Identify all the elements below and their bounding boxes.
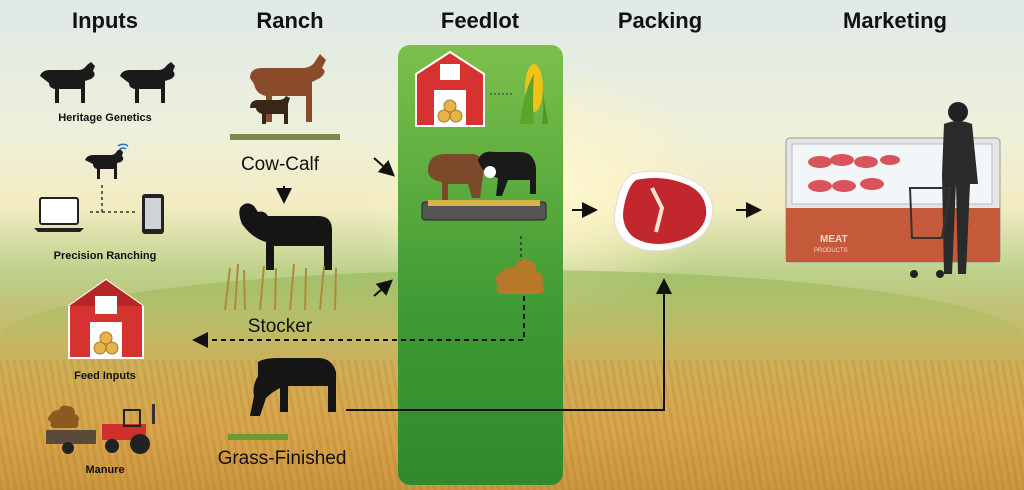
meat-case-shopper-icon: MEAT PRODUCTS xyxy=(785,102,1001,278)
barn-corn-connector xyxy=(490,93,514,95)
label-precision-ranching: Precision Ranching xyxy=(53,250,157,262)
header-packing: Packing xyxy=(617,8,703,33)
precision-ranching-icon xyxy=(34,143,164,234)
feedlot-manure-icon xyxy=(495,259,544,294)
label-manure: Manure xyxy=(85,464,125,476)
phone-icon xyxy=(142,194,164,234)
corn-icon xyxy=(520,64,548,124)
wifi-cow-icon xyxy=(85,143,129,179)
steak-icon xyxy=(613,170,714,252)
hay-bales-icon xyxy=(93,331,119,355)
arrow-manure-to-feed-inputs xyxy=(192,296,525,348)
label-heritage-genetics: Heritage Genetics xyxy=(58,112,152,124)
grass-finished-cow-icon xyxy=(228,358,336,440)
tractor-icon xyxy=(102,404,155,454)
meat-case-text: MEAT xyxy=(820,234,848,245)
stocker-icon xyxy=(224,203,337,311)
arrow-cowcalf-to-feedlot xyxy=(373,157,395,177)
manure-icon xyxy=(48,405,79,428)
shopper-icon xyxy=(908,102,978,278)
label-cow-calf: Cow-Calf xyxy=(240,154,320,175)
heritage-genetics-cattle-icon xyxy=(40,62,175,103)
header-inputs: Inputs xyxy=(72,8,138,33)
label-grass-finished: Grass-Finished xyxy=(217,448,347,469)
cattle-feeding-icon xyxy=(421,151,547,221)
header-ranch: Ranch xyxy=(256,8,324,33)
header-marketing: Marketing xyxy=(843,8,947,33)
arrow-stocker-to-feedlot xyxy=(373,279,394,297)
laptop-icon xyxy=(34,197,84,232)
label-feed-inputs: Feed Inputs xyxy=(74,370,136,382)
header-feedlot: Feedlot xyxy=(440,8,520,33)
arrow-grass-finished-to-packing xyxy=(346,278,672,411)
cow-calf-icon xyxy=(230,54,340,140)
label-stocker: Stocker xyxy=(247,316,313,337)
manure-tractor-icon xyxy=(46,404,155,454)
feed-inputs-barn-icon xyxy=(68,278,144,359)
hay-bales-icon xyxy=(437,99,463,123)
feedlot-barn-icon xyxy=(415,50,485,127)
meat-case-subtext: PRODUCTS xyxy=(814,248,848,254)
